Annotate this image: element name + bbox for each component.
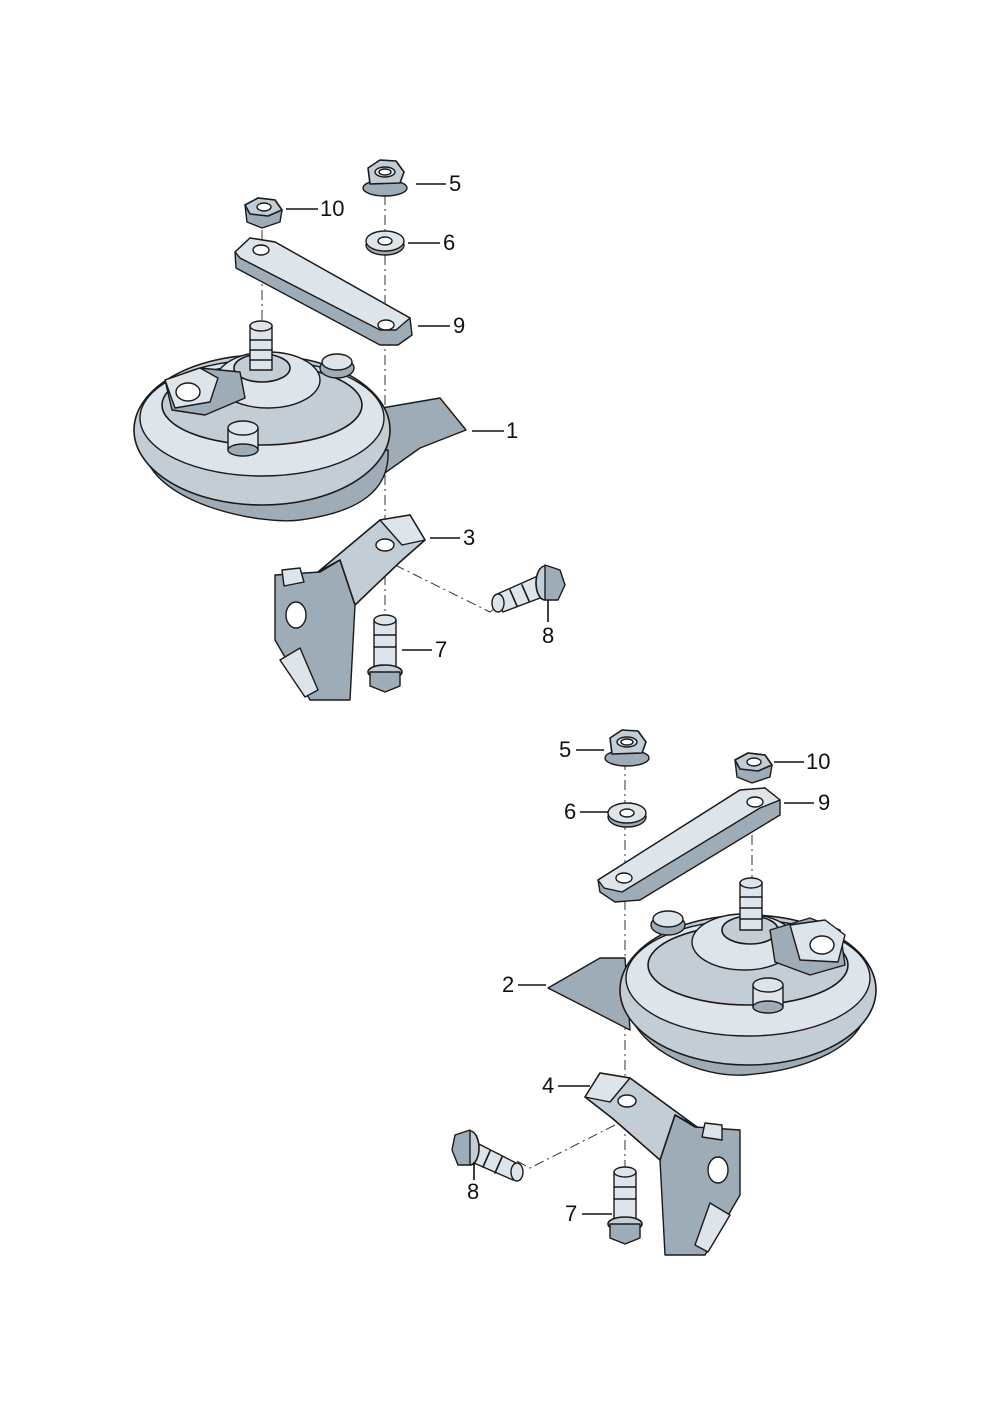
lower-flange-nut-5[interactable] [604,729,650,767]
upper-callout-6: 6 [443,230,455,255]
upper-callout-8: 8 [542,623,554,648]
lower-washer-6[interactable] [607,802,647,828]
lower-bolt8-center-line [514,1124,616,1169]
lower-callout-8: 8 [467,1179,479,1204]
upper-bolt-8[interactable] [491,564,566,613]
lower-callout-10: 10 [806,749,830,774]
lower-hex-nut-10[interactable] [734,752,773,784]
lower-callout-9: 9 [818,790,830,815]
lower-strap-bracket-9[interactable] [597,787,781,903]
lower-bolt-8[interactable] [451,1129,524,1182]
lower-horn-2[interactable] [547,877,877,1076]
upper-horn-1[interactable] [133,320,467,522]
upper-mount-bracket-3[interactable] [274,514,426,701]
upper-flange-nut-5[interactable] [362,159,408,197]
lower-callout-4: 4 [542,1073,554,1098]
upper-assembly: 5 6 10 9 1 3 7 8 [133,159,566,701]
upper-callout-5: 5 [449,171,461,196]
upper-callout-3: 3 [463,525,475,550]
lower-assembly: 5 6 10 9 2 4 7 8 [451,729,877,1256]
lower-callout-6: 6 [564,799,576,824]
upper-bolt8-center-line [394,564,506,613]
upper-callout-9: 9 [453,313,465,338]
lower-mount-bracket-4[interactable] [584,1072,741,1256]
lower-bolt-7[interactable] [607,1166,643,1245]
upper-bolt-7[interactable] [367,614,403,693]
upper-callout-10: 10 [320,196,344,221]
lower-callout-2: 2 [502,972,514,997]
upper-callout-1: 1 [506,418,518,443]
lower-callout-5: 5 [559,737,571,762]
upper-hex-nut-10[interactable] [244,197,283,229]
upper-washer-6[interactable] [365,230,405,256]
upper-strap-bracket-9[interactable] [234,237,413,346]
lower-callout-7: 7 [565,1201,577,1226]
upper-callout-7: 7 [435,637,447,662]
